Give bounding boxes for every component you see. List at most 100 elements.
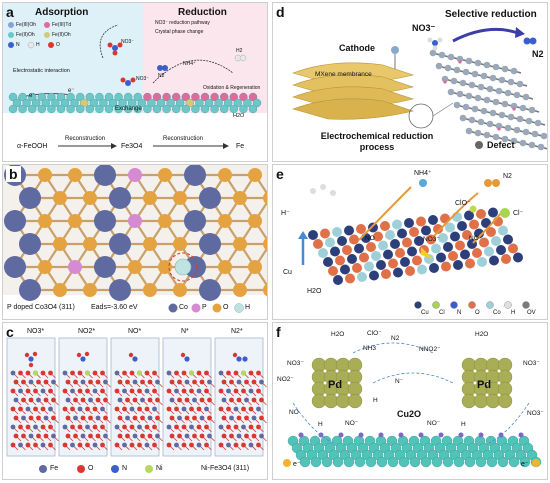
- atom: [420, 456, 432, 468]
- atom: [181, 104, 191, 114]
- atom: [73, 433, 78, 439]
- atom: [48, 424, 53, 430]
- atom: [498, 76, 506, 84]
- atom: [476, 209, 486, 219]
- atom: [318, 248, 328, 258]
- atom: [456, 55, 464, 63]
- atom: [25, 406, 31, 412]
- atom: [122, 424, 127, 430]
- atom: [140, 433, 145, 439]
- atom: [132, 415, 138, 421]
- atom: [80, 415, 86, 421]
- atom: [195, 98, 204, 108]
- atom: [404, 218, 414, 228]
- atom: [325, 237, 335, 248]
- atom: [92, 406, 98, 412]
- atom: [513, 126, 521, 134]
- atom: [244, 433, 249, 439]
- atom: [143, 237, 157, 251]
- panel-f-label: f: [276, 324, 281, 340]
- atom: [516, 80, 524, 88]
- structure-bg: [3, 165, 267, 295]
- atom: [166, 370, 172, 376]
- atom: [28, 379, 34, 385]
- atom: [472, 248, 482, 258]
- pathway-arrow: [352, 342, 434, 354]
- atom: [127, 98, 137, 108]
- atom: [516, 115, 524, 123]
- atom: [313, 239, 323, 249]
- atom: [200, 92, 210, 102]
- atom: [335, 255, 345, 266]
- atom: [248, 92, 258, 102]
- atom: [166, 388, 172, 394]
- clo-label: ClO⁻: [367, 330, 382, 337]
- atom: [210, 92, 219, 102]
- mxene-lattice: [429, 49, 547, 151]
- atom: [85, 92, 95, 102]
- atom: [36, 415, 41, 421]
- atom: [180, 352, 186, 358]
- atom: [388, 258, 398, 269]
- atom: [65, 397, 71, 403]
- atom: [460, 249, 470, 260]
- atom: [10, 406, 16, 412]
- legend-fe-label: Fe: [50, 465, 59, 472]
- atom: [221, 379, 227, 385]
- atom: [445, 222, 455, 233]
- atom: [114, 370, 120, 376]
- h2o-label: H2O: [475, 331, 489, 338]
- no2-label: NO2⁻: [277, 376, 294, 383]
- atom: [13, 433, 19, 439]
- atom: [108, 98, 118, 108]
- legend-label: N: [457, 310, 462, 316]
- atom: [43, 433, 49, 439]
- atom: [229, 104, 239, 114]
- legend-label: Fe(III)Td: [52, 22, 72, 28]
- atom: [438, 51, 446, 59]
- atom: [114, 92, 123, 102]
- legend-label: H: [36, 42, 40, 48]
- atom: [510, 102, 518, 110]
- atom: [137, 388, 142, 394]
- atom: [442, 456, 454, 468]
- atom: [233, 283, 247, 297]
- atom: [489, 74, 497, 82]
- panel-f: f H2O ClO⁻ N2 NH3 NNO2⁻ H2O NO3⁻ NO2⁻ NO…: [272, 322, 548, 480]
- atom: [129, 370, 135, 376]
- atom: [483, 96, 491, 104]
- clo-molecule: [469, 205, 477, 213]
- no3-molecule: [427, 37, 433, 43]
- atom: [229, 415, 234, 421]
- atom: [239, 92, 248, 102]
- atom: [8, 104, 18, 114]
- atom: [428, 215, 438, 225]
- electron-label: e⁻: [521, 461, 529, 468]
- column-label: NO*: [128, 328, 142, 335]
- atom: [459, 79, 467, 87]
- atom: [436, 252, 446, 263]
- legend-o-label: O: [223, 304, 229, 311]
- atom: [192, 415, 197, 421]
- atom: [226, 388, 231, 394]
- atom: [80, 433, 86, 439]
- cathode-label: Cathode: [339, 43, 375, 53]
- atom: [465, 258, 475, 269]
- legend-dot: [8, 22, 14, 28]
- atom: [259, 379, 264, 385]
- atom: [28, 397, 34, 403]
- atom: [504, 89, 512, 97]
- panel-e: e NH4⁺ N2 ClO⁻ Cl⁻ H⁻ Cu H2O NO NO3⁻ NO …: [272, 164, 548, 320]
- atom: [468, 81, 476, 89]
- atom: [114, 406, 120, 412]
- atom: [496, 245, 506, 255]
- atom: [468, 301, 476, 309]
- reaction-arrow: [358, 186, 412, 241]
- atom: [233, 237, 247, 251]
- adsorption-configurations: [6, 337, 267, 457]
- atom: [40, 424, 46, 430]
- atom: [10, 424, 16, 430]
- atom: [56, 92, 66, 102]
- legend-co-dot: [168, 303, 178, 313]
- atom: [174, 442, 179, 448]
